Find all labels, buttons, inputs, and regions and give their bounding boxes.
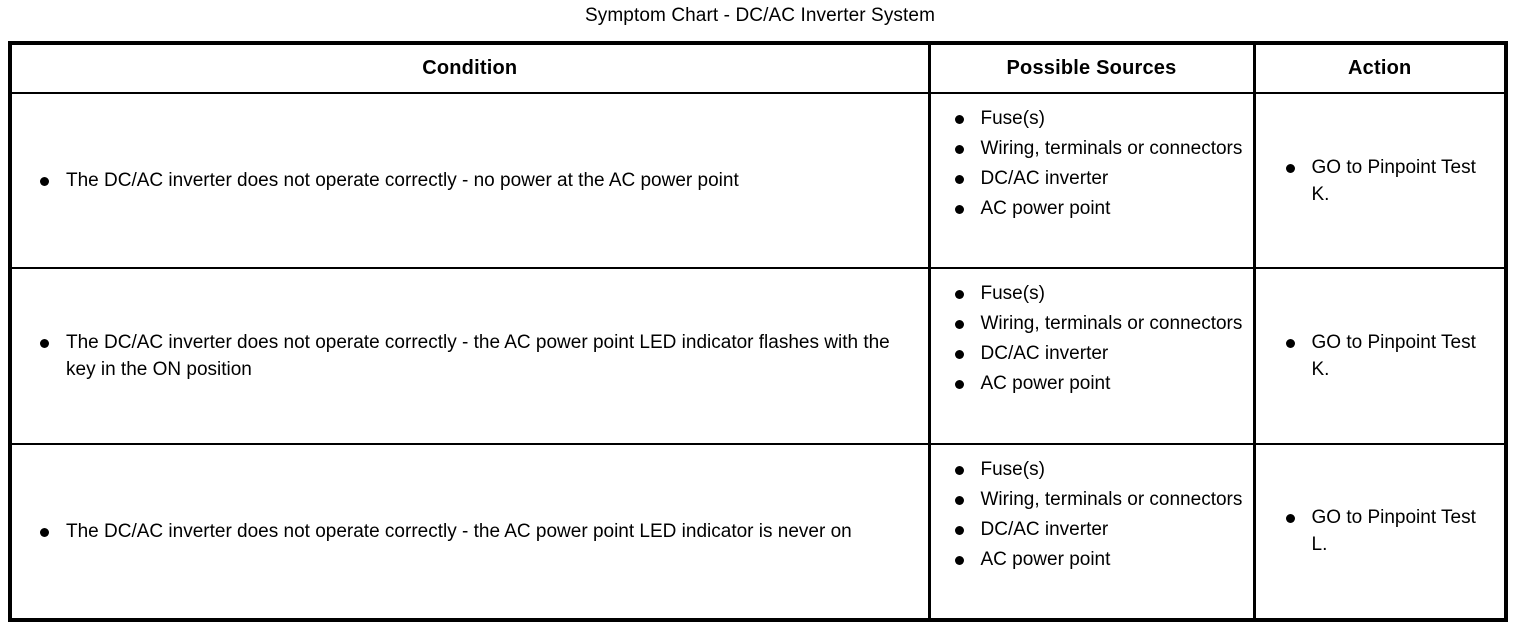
condition-list: The DC/AC inverter does not operate corr… [34,518,912,545]
cell-action: GO to Pinpoint Test L. [1252,442,1504,618]
table-row: The DC/AC inverter does not operate corr… [12,442,1504,618]
table-body: The DC/AC inverter does not operate corr… [12,93,1504,618]
table-row: The DC/AC inverter does not operate corr… [12,267,1504,444]
action-list: GO to Pinpoint Test K. [1280,329,1495,383]
list-item: Wiring, terminals or connectors [949,311,1243,336]
list-item: DC/AC inverter [949,166,1243,191]
action-list: GO to Pinpoint Test K. [1280,154,1495,208]
condition-list: The DC/AC inverter does not operate corr… [34,167,912,194]
action-list: GO to Pinpoint Test L. [1280,504,1495,558]
sources-list: Fuse(s) Wiring, terminals or connectors … [949,281,1243,396]
column-header-action: Action [1252,45,1504,94]
list-item: Wiring, terminals or connectors [949,487,1243,512]
cell-action: GO to Pinpoint Test K. [1252,93,1504,269]
list-item: GO to Pinpoint Test K. [1280,329,1495,383]
list-item: The DC/AC inverter does not operate corr… [34,329,912,383]
list-item: GO to Pinpoint Test K. [1280,154,1495,208]
condition-list: The DC/AC inverter does not operate corr… [34,329,912,383]
symptom-table: Condition Possible Sources Action The DC… [12,45,1504,618]
list-item: AC power point [949,371,1243,396]
list-item: GO to Pinpoint Test L. [1280,504,1495,558]
column-header-possible-sources: Possible Sources [927,45,1254,94]
cell-possible-sources: Fuse(s) Wiring, terminals or connectors … [927,267,1254,444]
table-row: The DC/AC inverter does not operate corr… [12,93,1504,269]
cell-action: GO to Pinpoint Test K. [1252,267,1504,444]
cell-condition: The DC/AC inverter does not operate corr… [12,267,929,444]
symptom-table-container: Condition Possible Sources Action The DC… [8,41,1508,622]
cell-possible-sources: Fuse(s) Wiring, terminals or connectors … [927,93,1254,269]
sources-list: Fuse(s) Wiring, terminals or connectors … [949,457,1243,572]
list-item: Fuse(s) [949,457,1243,482]
cell-possible-sources: Fuse(s) Wiring, terminals or connectors … [927,442,1254,618]
list-item: The DC/AC inverter does not operate corr… [34,167,912,194]
list-item: AC power point [949,547,1243,572]
page-title: Symptom Chart - DC/AC Inverter System [585,5,935,26]
list-item: Wiring, terminals or connectors [949,136,1243,161]
list-item: DC/AC inverter [949,341,1243,366]
cell-condition: The DC/AC inverter does not operate corr… [12,442,929,618]
list-item: AC power point [949,196,1243,221]
sources-list: Fuse(s) Wiring, terminals or connectors … [949,106,1243,221]
list-item: The DC/AC inverter does not operate corr… [34,518,912,545]
list-item: Fuse(s) [949,106,1243,131]
cell-condition: The DC/AC inverter does not operate corr… [12,93,929,268]
table-header-row: Condition Possible Sources Action [12,45,1504,94]
list-item: Fuse(s) [949,281,1243,306]
list-item: DC/AC inverter [949,517,1243,542]
table-header: Condition Possible Sources Action [12,45,1504,94]
column-header-condition: Condition [12,45,929,94]
